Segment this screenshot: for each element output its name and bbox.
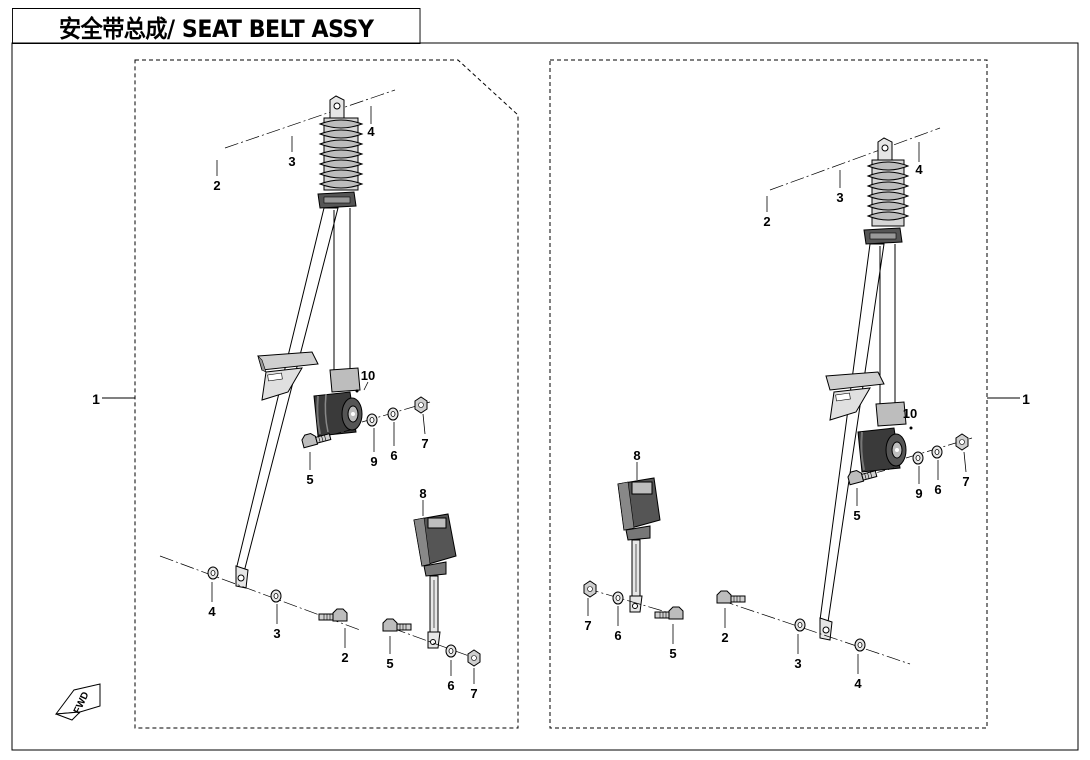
- callout-9: 9: [370, 454, 377, 469]
- callout-1-right: 1: [1022, 391, 1030, 407]
- left-seat-belt: [159, 89, 481, 667]
- callout-7-r: 7: [962, 474, 969, 489]
- buckle-right: [617, 477, 661, 613]
- callout-1-left: 1: [92, 391, 100, 407]
- callout-5-lower: 5: [386, 656, 393, 671]
- callout-8: 8: [419, 486, 426, 501]
- left-assembly-frame: [134, 59, 519, 729]
- outer-frame: [11, 42, 1079, 751]
- latch-plate-tongue-right: [825, 371, 885, 421]
- retractor: [313, 367, 363, 437]
- callout-4-r: 4: [915, 162, 923, 177]
- callout-7-r-lower: 7: [584, 618, 591, 633]
- upper-anchor-bellows-right: [863, 137, 910, 245]
- callout-2-r: 2: [763, 214, 770, 229]
- callout-9-r: 9: [915, 486, 922, 501]
- callout-5-r: 5: [853, 508, 860, 523]
- callout-6: 6: [390, 448, 397, 463]
- upper-anchor-bellows: [317, 95, 364, 209]
- callout-10: 10: [361, 368, 375, 383]
- right-seat-belt: [583, 127, 973, 665]
- callout-3-lower: 3: [273, 626, 280, 641]
- callout-2-lower: 2: [341, 650, 348, 665]
- callout-6-r: 6: [934, 482, 941, 497]
- callout-4-lower: 4: [208, 604, 216, 619]
- callout-7: 7: [421, 436, 428, 451]
- callout-3-r: 3: [836, 190, 843, 205]
- callout-5-r-lower: 5: [669, 646, 676, 661]
- callout-2: 2: [213, 178, 220, 193]
- callout-2-r-lower: 2: [721, 630, 728, 645]
- right-assembly-frame: [549, 59, 988, 729]
- right-callouts: 2 3 4 10 5 9 6 7 8 7 6 5 2 3 4: [584, 142, 970, 691]
- callout-8-r: 8: [633, 448, 640, 463]
- retractor-right: [857, 401, 907, 473]
- diagram-title: 安全带总成/ SEAT BELT ASSY: [12, 8, 421, 44]
- buckle: [413, 513, 457, 649]
- left-callouts: 2 3 4 10 5 9 6 7 8 4 3 2 5 6 7: [208, 106, 478, 701]
- callout-6-lower: 6: [447, 678, 454, 693]
- callout-4: 4: [367, 124, 375, 139]
- latch-plate-tongue: [257, 351, 319, 401]
- fwd-arrow-icon: FWD: [54, 683, 101, 721]
- callout-3-r-lower: 3: [794, 656, 801, 671]
- callout-7-lower: 7: [470, 686, 477, 701]
- callout-4-r-lower: 4: [854, 676, 862, 691]
- callout-10-r: 10: [903, 406, 917, 421]
- callout-6-r-lower: 6: [614, 628, 621, 643]
- callout-5: 5: [306, 472, 313, 487]
- callout-3: 3: [288, 154, 295, 169]
